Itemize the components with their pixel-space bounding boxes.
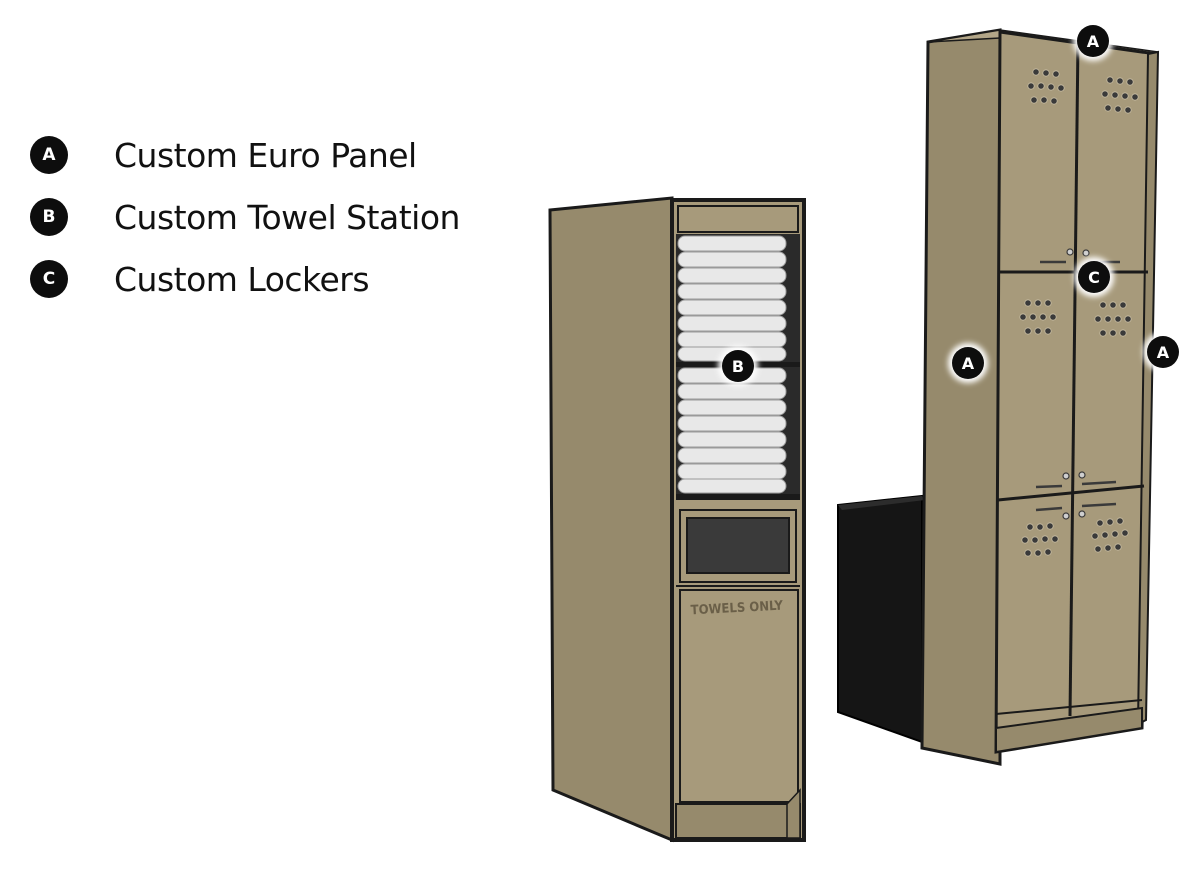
locker-vents (1019, 68, 1139, 557)
towel-stack-upper (677, 235, 787, 362)
locker-handles (1035, 248, 1120, 520)
legend-label-b: Custom Towel Station (114, 197, 460, 237)
callout-c: C (1074, 257, 1114, 297)
euro-panel-left (920, 28, 1002, 766)
legend-item-c: C Custom Lockers (30, 248, 460, 310)
towel-stack-lower (677, 367, 787, 494)
hamper-bin (837, 494, 925, 744)
callout-right-a-letter: A (1157, 343, 1170, 362)
legend-badge-c: C (30, 260, 68, 298)
towel-hamper-door (679, 589, 799, 803)
callout-top-a: A (1073, 21, 1113, 61)
locker-unit (920, 28, 1160, 766)
legend-item-a: A Custom Euro Panel (30, 124, 460, 186)
callout-b-letter: B (732, 357, 744, 376)
callout-right-a: A (1143, 332, 1183, 372)
euro-panel-right (1136, 50, 1160, 726)
legend-item-b: B Custom Towel Station (30, 186, 460, 248)
legend-label-a: Custom Euro Panel (114, 135, 417, 175)
towel-station-side-panel (548, 196, 674, 843)
callout-left-a: A (948, 343, 988, 383)
legend: A Custom Euro Panel B Custom Towel Stati… (30, 124, 460, 310)
callout-top-a-letter: A (1087, 32, 1100, 51)
towel-drop-window (686, 517, 790, 574)
legend-badge-a: A (30, 136, 68, 174)
legend-label-c: Custom Lockers (114, 259, 370, 299)
towel-station: TOWELS ONLY (548, 196, 806, 843)
legend-badge-b: B (30, 198, 68, 236)
towel-sign-text: TOWELS ONLY (690, 599, 784, 619)
callout-left-a-letter: A (962, 354, 975, 373)
callout-b: B (718, 346, 758, 386)
callout-c-letter: C (1088, 268, 1100, 287)
